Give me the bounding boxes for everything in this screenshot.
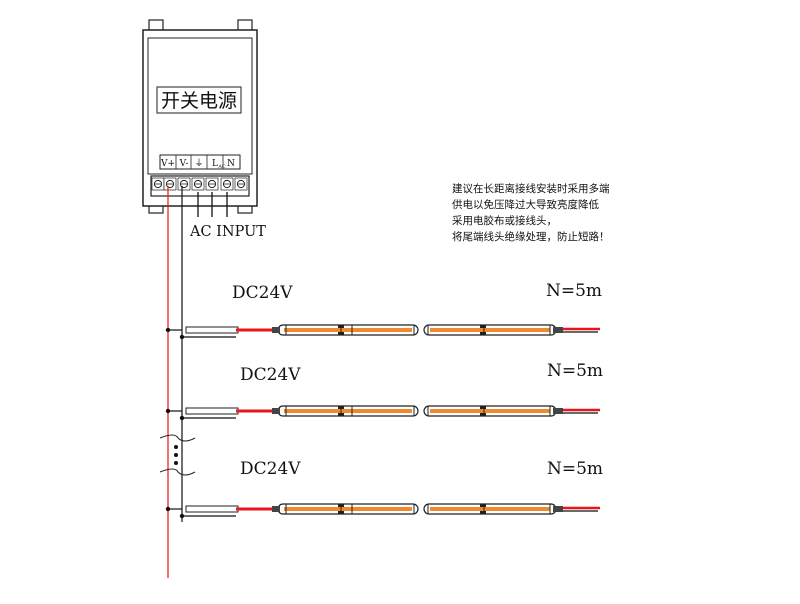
break-mark-top [159, 434, 196, 442]
negative-tap-dot [179, 513, 185, 519]
strip-length-label: N=5m [547, 459, 603, 479]
ellipsis-vertical-icon [174, 445, 178, 465]
terminal-label-strip [159, 154, 241, 170]
ac-input-label: AC INPUT [189, 224, 266, 240]
strip-end-cap-left [272, 327, 280, 333]
terminal-label-ac-sub: AC [217, 164, 226, 170]
power-supply-inner [147, 37, 253, 175]
strip-length-label: N=5m [547, 361, 603, 381]
continuation-break [159, 434, 196, 476]
break-mark-bottom [159, 468, 196, 476]
terminal-label-1: V+ [160, 159, 175, 169]
strip-row: DC24V N=5m [165, 459, 603, 519]
strip-voltage-label: DC24V [240, 459, 301, 479]
strip-voltage-label: DC24V [232, 283, 293, 303]
strip-end-cap-right [553, 506, 563, 512]
terminal-screws [151, 177, 248, 191]
strip-end-cap-right [553, 327, 563, 333]
terminal-label-4: L [212, 159, 218, 169]
strip-voltage-label: DC24V [240, 365, 301, 385]
power-supply-title-box [156, 86, 242, 114]
terminal-label-3: ⏚ [194, 158, 203, 169]
strip-end-cap-left [272, 408, 280, 414]
ac-input-leads [197, 192, 228, 217]
strip-row: DC24V N=5m [165, 281, 602, 340]
positive-tap-dot [165, 408, 171, 414]
positive-tap-dot [165, 506, 171, 512]
note-line-4: 将尾端线头绝缘处理，防止短路！ [452, 231, 610, 243]
negative-tap-dot [179, 415, 185, 421]
power-supply-title: 开关电源 [161, 90, 237, 112]
strip-end-cap-left [272, 506, 280, 512]
note-line-2: 供电以免压降过大导致亮度降低 [452, 199, 599, 211]
note-line-1: 建议在长距离接线安装时采用多端 [452, 183, 610, 195]
dc-buses [167, 186, 183, 578]
strip-row: DC24V N=5m [165, 361, 603, 421]
positive-tap-dot [165, 327, 171, 333]
terminal-label-5: N [227, 159, 235, 169]
note-line-3: 采用电胶布或接线头， [452, 215, 557, 227]
strip-length-label: N=5m [546, 281, 602, 301]
installation-notes: 建议在长距离接线安装时采用多端 供电以免压降过大导致亮度降低 采用电胶布或接线头… [452, 181, 667, 245]
strip-end-cap-right [553, 408, 563, 414]
negative-tap-dot [179, 334, 185, 340]
terminal-label-2: V- [179, 159, 189, 169]
